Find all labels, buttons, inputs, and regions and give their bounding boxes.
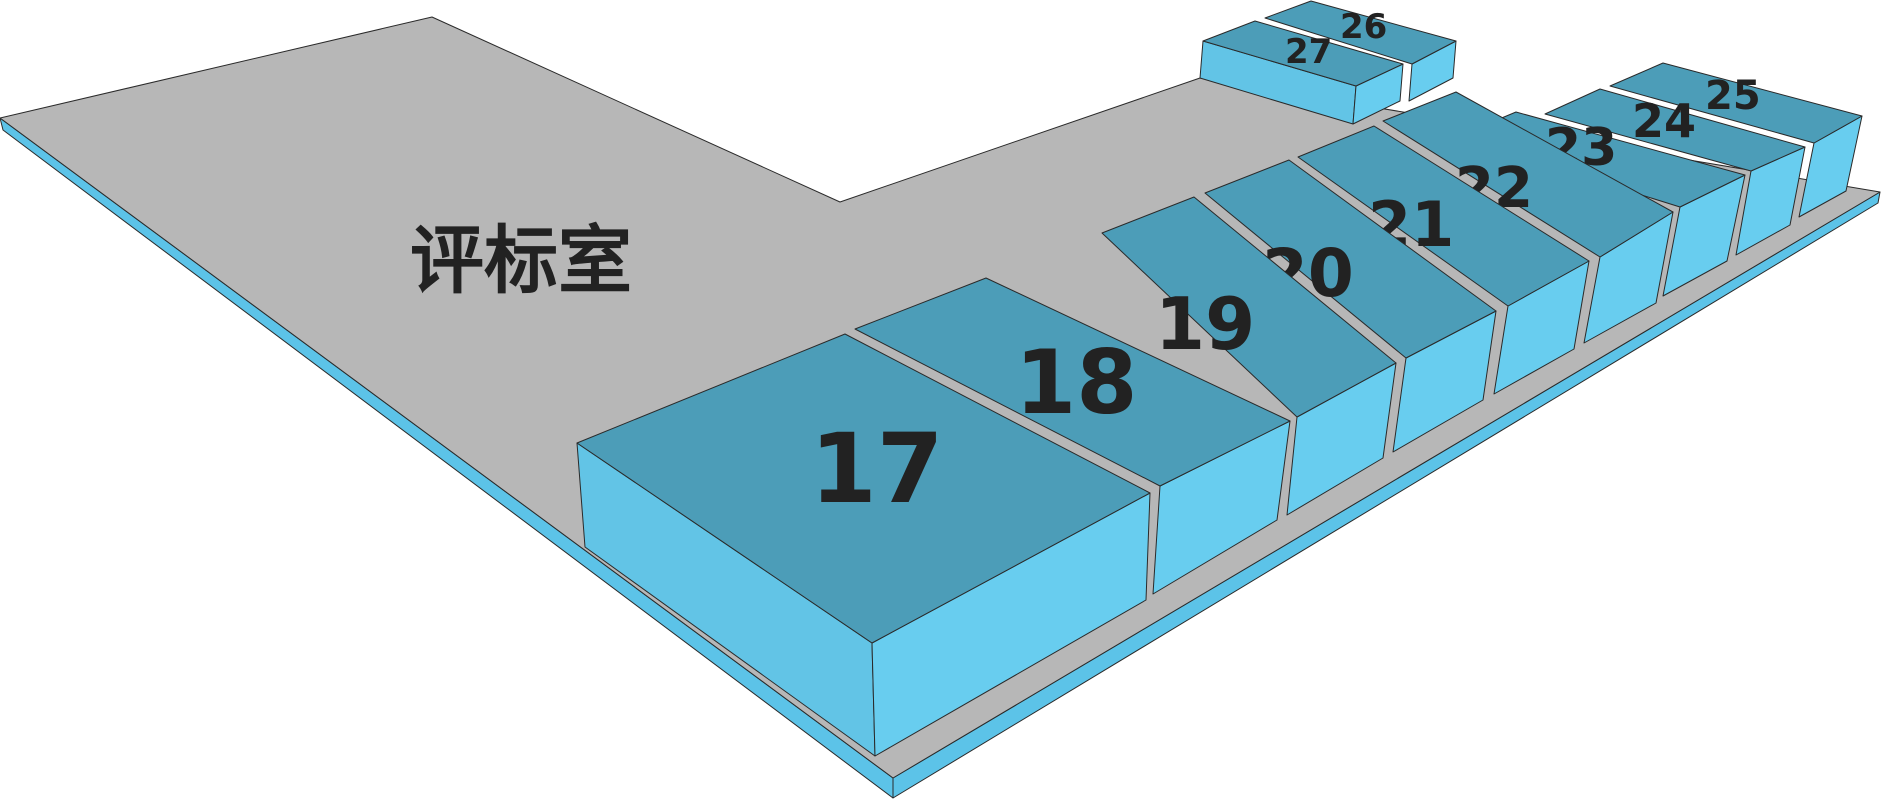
room-26[interactable]: 26 (1264, 0, 1457, 102)
room-25[interactable]: 25 (1609, 62, 1863, 218)
room-label-27: 27 (1285, 32, 1332, 72)
hall-label: 评标室 (410, 218, 632, 304)
room-label-18: 18 (1015, 331, 1137, 434)
room-27[interactable]: 27 (1199, 20, 1404, 125)
room-19[interactable]: 19 (1101, 196, 1397, 516)
room-22[interactable]: 22 (1382, 91, 1674, 344)
room-18[interactable]: 18 (854, 277, 1291, 595)
room-label-25: 25 (1705, 73, 1761, 119)
room-17[interactable]: 17 (576, 333, 1151, 757)
room-label-19: 19 (1155, 282, 1255, 366)
room-label-26: 26 (1340, 7, 1387, 47)
room-24[interactable]: 24 (1544, 88, 1806, 256)
room-label-24: 24 (1632, 94, 1696, 148)
room-label-17: 17 (810, 413, 944, 525)
